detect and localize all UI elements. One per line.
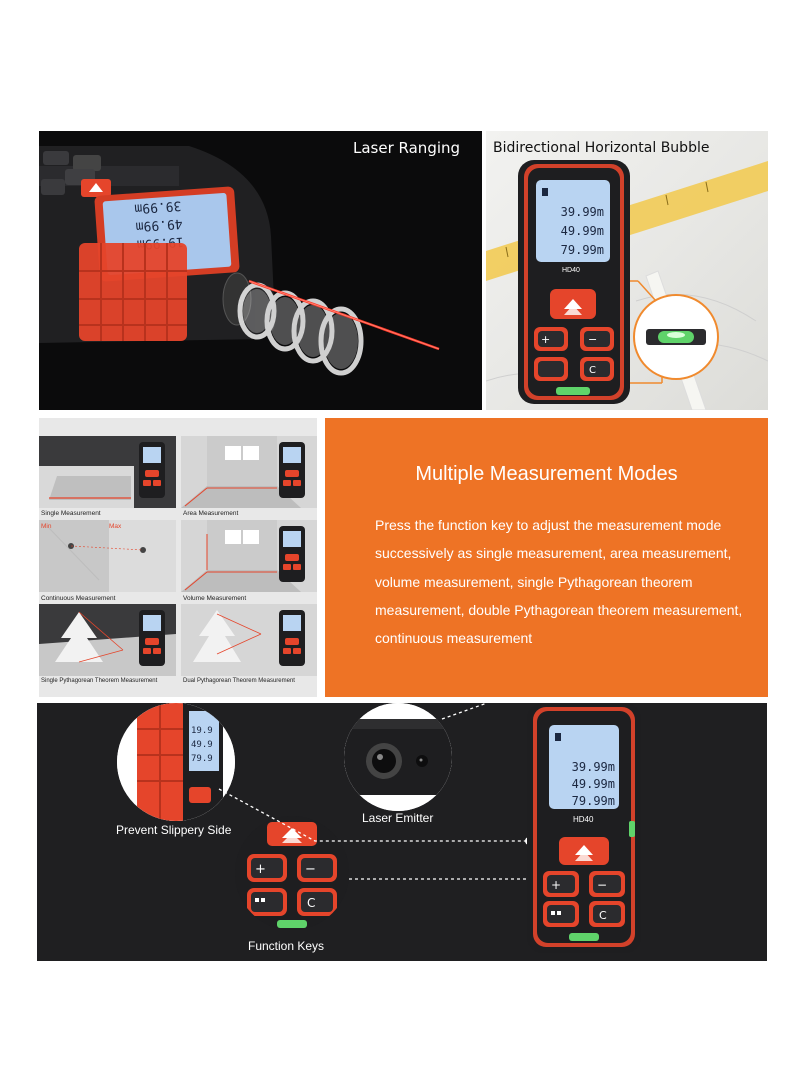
area-measurement-icon <box>181 436 317 508</box>
lcd-reading-3: 79.99m <box>560 243 604 257</box>
svg-text:+: + <box>551 878 561 892</box>
mode-cell-dual-pythagorean <box>181 604 317 690</box>
label-max: Max <box>109 523 122 530</box>
svg-text:C: C <box>599 909 607 922</box>
label-function-keys: Function Keys <box>248 939 325 953</box>
measurement-modes-text-panel: Multiple Measurement Modes Press the fun… <box>325 418 768 697</box>
svg-text:+: + <box>541 333 550 346</box>
svg-text:49.9: 49.9 <box>191 740 213 750</box>
laser-emitter-zoom <box>344 703 452 811</box>
laser-device-main: + − C <box>527 703 641 953</box>
svg-text:−: − <box>597 878 607 892</box>
svg-text:C: C <box>589 365 596 376</box>
laser-device-illustration: 19.99m 49.99m 39.99m <box>39 146 440 376</box>
main-lcd-reading-2: 49.99m <box>571 777 615 791</box>
label-prevent-slippery: Prevent Slippery Side <box>116 823 232 837</box>
lcd-reading-1: 39.99m <box>560 205 604 219</box>
main-device-model-label: HD40 <box>573 815 594 824</box>
features-panel: 19.9 49.9 79.9 Prevent Slippery Side Las… <box>37 703 767 961</box>
caption-volume-measurement: Volume Measurement <box>183 595 247 602</box>
svg-text:49.99m: 49.99m <box>135 215 183 233</box>
svg-text:79.9: 79.9 <box>191 754 213 764</box>
side-grip-zoom: 19.9 49.9 79.9 <box>117 703 235 821</box>
laser-emitter-illustration <box>344 703 452 811</box>
side-grip-illustration: 19.9 49.9 79.9 <box>117 703 235 821</box>
volume-measurement-icon <box>181 520 317 592</box>
caption-area-measurement: Area Measurement <box>183 510 239 517</box>
mode-cell-area <box>181 436 317 522</box>
caption-continuous-measurement: Continuous Measurement <box>41 595 116 602</box>
lcd-readings: 39.99m 49.99m 79.99m <box>556 203 604 260</box>
label-laser-emitter: Laser Emitter <box>362 811 434 825</box>
caption-single-pythagorean: Single Pythagorean Theorem Measurement <box>41 678 158 684</box>
mode-cell-single <box>39 436 176 522</box>
modes-description: Press the function key to adjust the mea… <box>375 517 743 647</box>
function-keys-illustration: + − C <box>235 816 349 930</box>
svg-text:19.9: 19.9 <box>191 726 213 736</box>
single-measurement-icon <box>39 436 176 508</box>
mode-cell-volume <box>181 520 317 606</box>
main-lcd-reading-1: 39.99m <box>571 760 615 774</box>
caption-single-measurement: Single Measurement <box>41 510 101 517</box>
label-min: Min <box>41 523 52 530</box>
dual-pythagorean-icon <box>181 604 317 676</box>
measurement-modes-grid: Single Measurement Area Measurement M <box>39 418 317 697</box>
main-lcd-readings: 39.99m 49.99m 79.99m <box>559 759 615 810</box>
lcd-reading-2: 49.99m <box>560 224 604 238</box>
device-model-label: HD40 <box>562 267 580 274</box>
connector-lines <box>218 703 547 883</box>
modes-heading: Multiple Measurement Modes <box>415 463 678 485</box>
svg-text:−: − <box>305 862 316 877</box>
mode-cell-continuous <box>39 520 176 606</box>
main-lcd-reading-3: 79.99m <box>571 794 615 808</box>
continuous-measurement-icon <box>39 520 176 592</box>
function-keys-zoom: + − C <box>235 816 349 930</box>
laser-ranging-panel: 19.99m 49.99m 39.99m Laser Ranging <box>39 131 482 410</box>
bubble-title: Bidirectional Horizontal Bubble <box>493 140 710 156</box>
single-pythagorean-icon <box>39 604 176 676</box>
svg-text:39.99m: 39.99m <box>134 198 182 216</box>
svg-text:+: + <box>255 862 266 877</box>
caption-dual-pythagorean: Dual Pythagorean Theorem Measurement <box>183 678 295 684</box>
laser-ranging-title: Laser Ranging <box>353 139 461 157</box>
bubble-panel: 39.99m 49.99m 79.99m HD40 + − C Bidirect… <box>486 131 768 410</box>
device-keypad: + − C <box>534 289 614 395</box>
svg-text:C: C <box>307 896 315 910</box>
mode-cell-single-pythagorean <box>39 604 176 690</box>
svg-text:−: − <box>588 333 597 346</box>
